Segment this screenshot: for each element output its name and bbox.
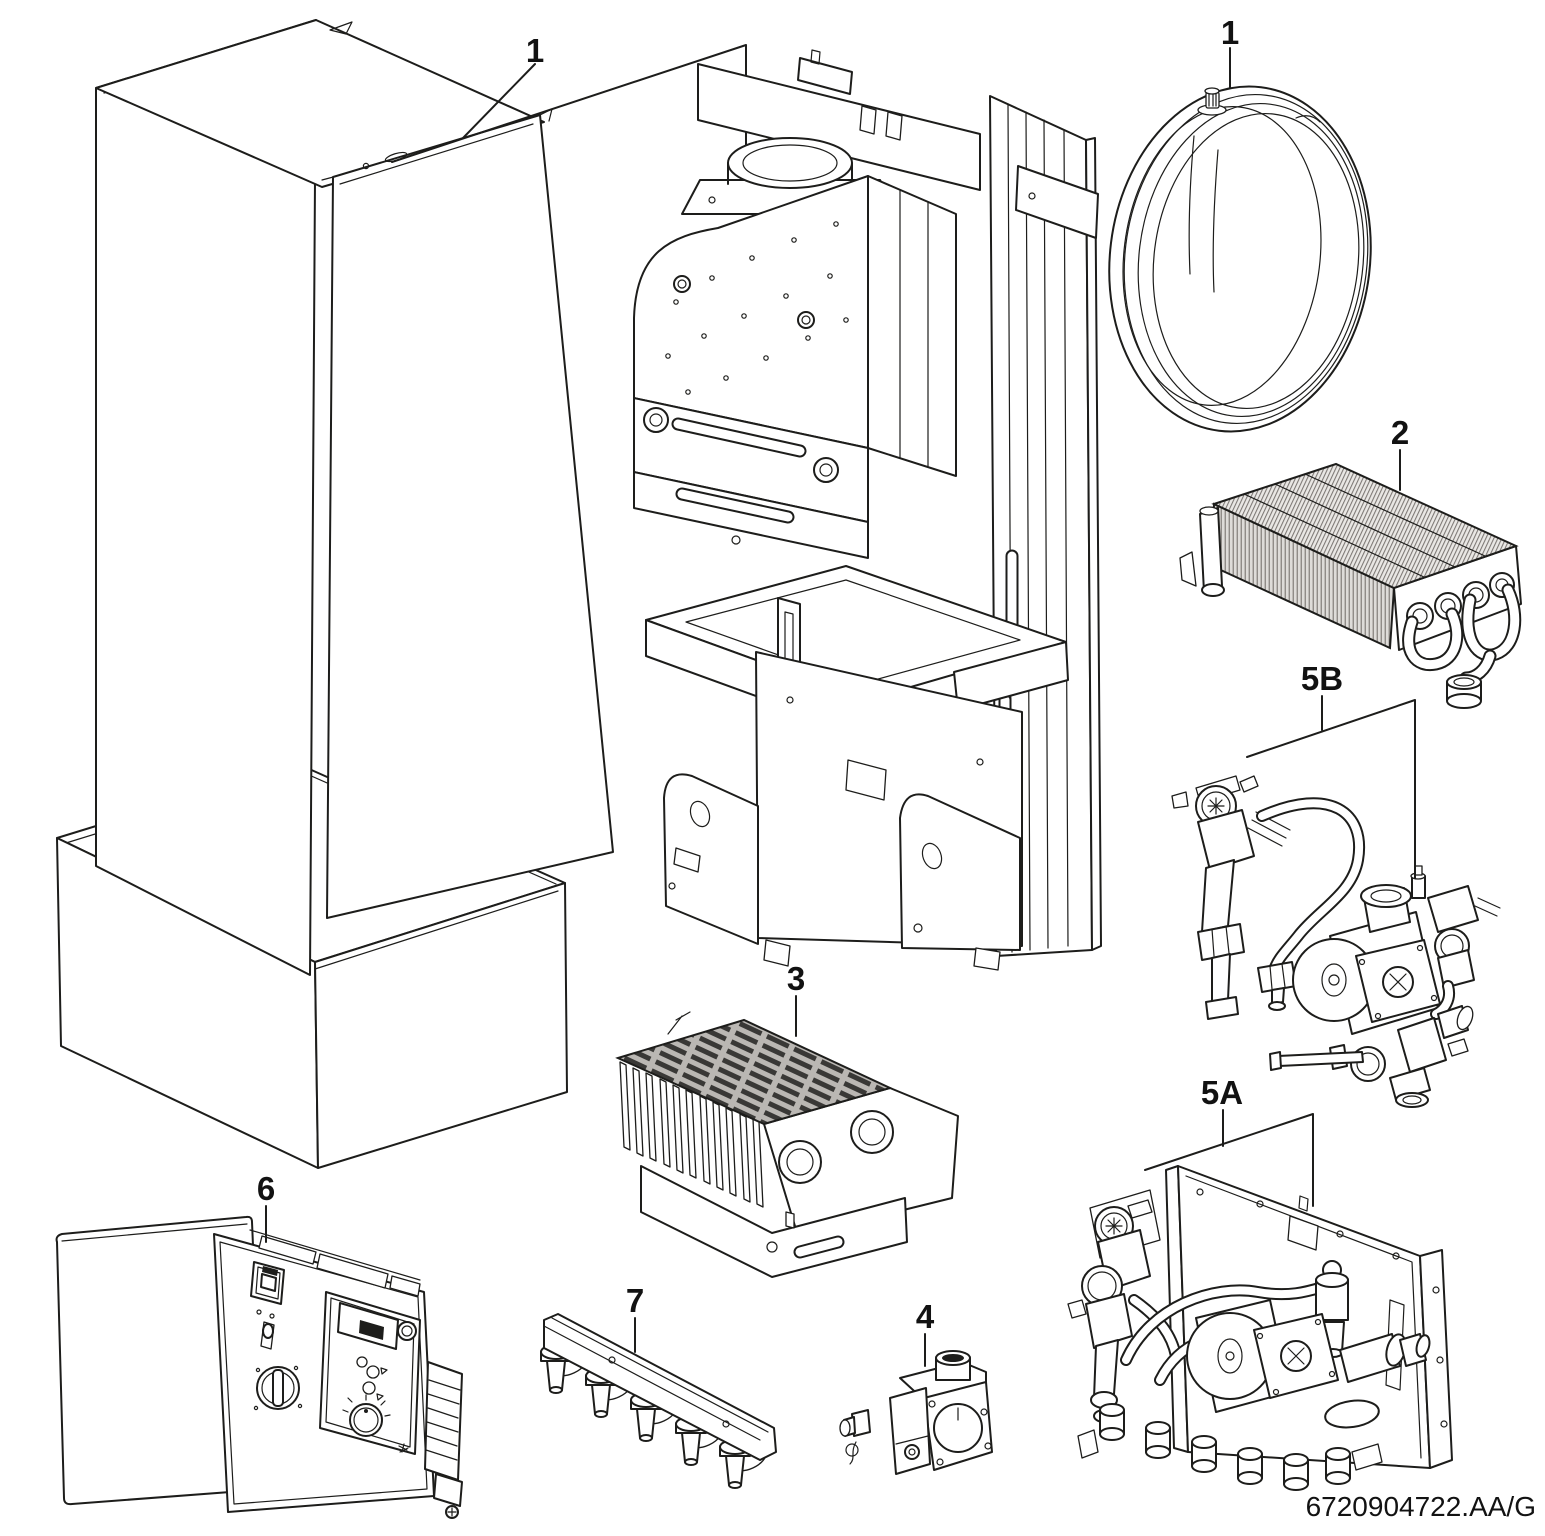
gas-valve-plug (839, 1409, 871, 1465)
casing-side-panel (95, 19, 545, 976)
toggle-switch[interactable] (260, 1321, 275, 1350)
leader-bracket-5b (1246, 699, 1416, 879)
part-label-burner: 3 (787, 960, 805, 997)
part-label-casing: 1 (526, 32, 544, 69)
chassis-assembly (633, 49, 1102, 971)
connector-block (424, 1361, 463, 1519)
bypass-valve-5b (1269, 1005, 1474, 1108)
expansion-vessel (1108, 47, 1372, 433)
right-pipe-5a (1339, 1333, 1431, 1383)
combustion-chamber (633, 175, 957, 477)
vessel-charge-valve (1197, 87, 1227, 116)
status-led (356, 1356, 368, 1368)
pump-5a (1186, 1299, 1339, 1413)
burner (615, 995, 959, 1278)
power-switch[interactable] (250, 1261, 285, 1305)
leader-line-casing-label (462, 63, 536, 139)
injector-manifold (540, 1313, 777, 1489)
temperature-knob[interactable] (342, 1394, 391, 1437)
hydraulic-assembly-5b (1171, 695, 1501, 1108)
part-label-hydraulic-5b: 5B (1301, 660, 1343, 697)
leader-bracket-5a (1144, 1113, 1314, 1207)
gas-valve (839, 1333, 993, 1475)
part-label-control-panel: 6 (257, 1170, 275, 1207)
valve-cluster-5b (1427, 885, 1501, 1020)
hose-5b (1256, 797, 1366, 1011)
heat-exchanger-left-pipe (1179, 506, 1225, 597)
control-panel-chassis-top (249, 1229, 421, 1297)
casing-assembly (56, 19, 747, 1169)
heat-exchanger-pipes (1402, 583, 1522, 709)
diverter-valve-motor-5b (1171, 775, 1291, 1020)
chamber-rivets (665, 221, 849, 395)
hydraulic-assembly-5a (1067, 1109, 1453, 1491)
part-label-hydraulic-5a: 5A (1201, 1074, 1243, 1111)
part-label-heat-exchanger: 2 (1391, 414, 1409, 451)
part-label-expansion-vessel: 1 (1221, 14, 1239, 51)
pump-5b (1292, 865, 1441, 1035)
casing-front-panel (326, 108, 614, 919)
chassis-lower-panel (663, 651, 1023, 971)
reset-button[interactable] (366, 1365, 380, 1379)
part-label-gas-valve: 4 (916, 1298, 935, 1335)
bottom-elbows-5a (1077, 1403, 1383, 1491)
heat-exchanger (1179, 449, 1522, 709)
fascia-inset (319, 1291, 421, 1455)
valve-cluster-5a (1067, 1189, 1182, 1423)
control-panel (55, 1205, 463, 1519)
selector-knob[interactable] (253, 1365, 303, 1411)
chassis-top-rail (697, 49, 981, 191)
mode-button[interactable] (362, 1381, 376, 1395)
chamber-slotted-band (633, 397, 869, 559)
burner-bottom-tray (640, 1165, 908, 1278)
part-label-manifold: 7 (626, 1282, 644, 1319)
document-number: 6720904722.AA/G (1306, 1491, 1536, 1522)
